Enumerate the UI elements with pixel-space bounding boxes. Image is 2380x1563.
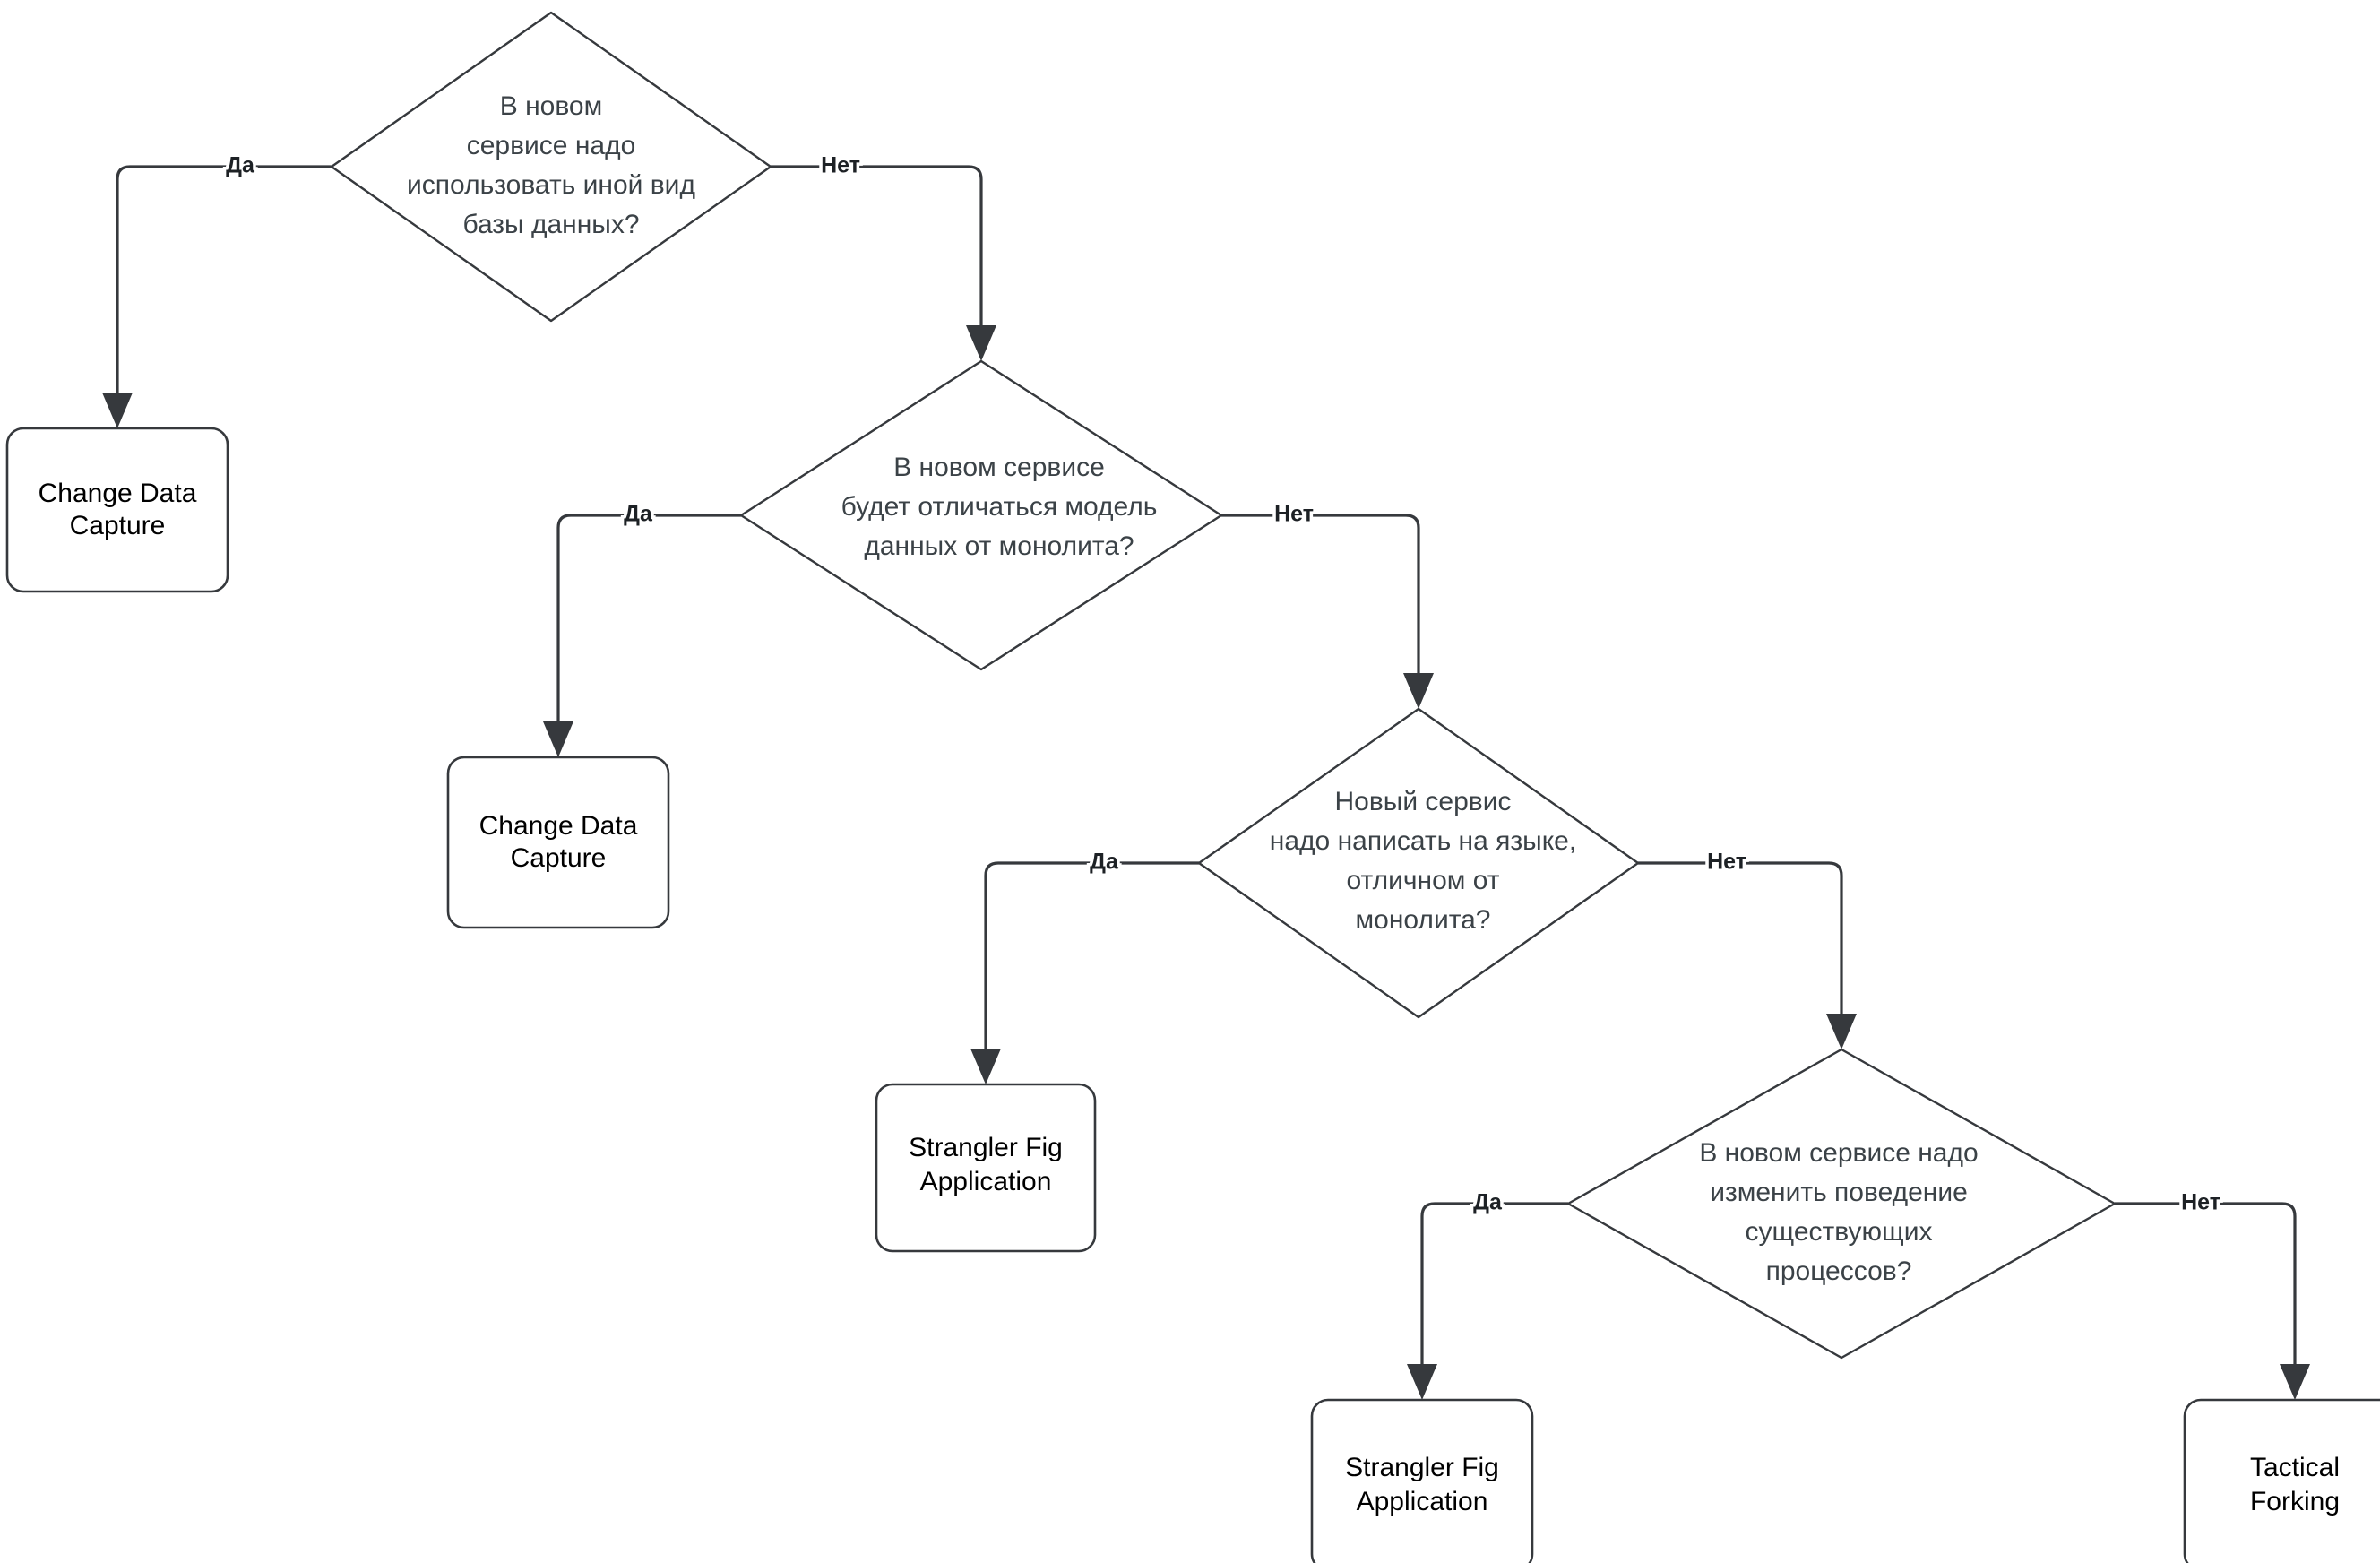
- outcome1-line-2: Capture: [70, 511, 166, 540]
- edge-label-decision1-no: Нет: [821, 153, 860, 178]
- diamond-shape-1: [330, 11, 772, 323]
- outcome-node-tactical-forking[interactable]: Tactical Forking: [2183, 1398, 2380, 1563]
- edge-label-decision1-yes: Да: [226, 153, 255, 178]
- diamond-shape-3: [1197, 707, 1640, 1019]
- edge-path-decision1-yes: [116, 165, 332, 405]
- arrowhead-decision2-no: [1403, 673, 1434, 709]
- outcome4-line-2: Application: [1357, 1487, 1488, 1516]
- edge-decision3-no[interactable]: [1638, 861, 1857, 1049]
- edge-label-decision4-no: Нет: [2181, 1190, 2220, 1215]
- decision2-line-2: будет отличаться модель: [841, 492, 1158, 522]
- edge-decision2-no[interactable]: [1221, 514, 1434, 709]
- edge-label-decision3-no: Нет: [1707, 850, 1746, 875]
- decision2-line-1: В новом сервисе: [893, 453, 1105, 482]
- edge-decision1-yes[interactable]: [102, 165, 332, 428]
- edge-decision3-yes[interactable]: [970, 861, 1199, 1084]
- edge-decision1-no[interactable]: [771, 165, 996, 361]
- outcome3-line-2: Application: [920, 1167, 1052, 1196]
- decision3-line-1: Новый сервис: [1334, 787, 1511, 816]
- decision-node-data-model[interactable]: В новом сервисе будет отличаться модель …: [739, 359, 1223, 671]
- decision1-line-3: использовать иной вид: [407, 170, 695, 200]
- decision4-line-4: процессов?: [1766, 1256, 1912, 1286]
- decision-node-language[interactable]: Новый сервис надо написать на языке, отл…: [1197, 707, 1640, 1019]
- outcome5-line-2: Forking: [2250, 1487, 2340, 1516]
- decision-node-database-type[interactable]: В новом сервисе надо использовать иной в…: [330, 11, 772, 323]
- edge-path-decision2-yes: [556, 514, 741, 734]
- outcome-node-strangler-fig-1[interactable]: Strangler Fig Application: [875, 1083, 1097, 1253]
- outcome3-line-1: Strangler Fig: [909, 1133, 1063, 1162]
- arrowhead-decision3-yes: [970, 1049, 1001, 1084]
- edge-label-decision3-yes: Да: [1090, 850, 1119, 875]
- outcome1-line-1: Change Data: [39, 479, 197, 508]
- edge-path-decision3-no: [1638, 861, 1843, 1026]
- outcome3-box: [875, 1083, 1097, 1253]
- diamond-shape-2: [739, 359, 1223, 671]
- decision4-line-1: В новом сервисе надо: [1699, 1138, 1978, 1168]
- edge-path-decision3-yes: [984, 861, 1199, 1061]
- outcome2-box: [446, 756, 670, 929]
- edge-label-decision2-yes: Да: [624, 502, 653, 527]
- arrowhead-decision1-yes: [102, 393, 133, 428]
- arrowhead-decision2-yes: [543, 721, 573, 757]
- edge-decision4-no[interactable]: [2115, 1202, 2310, 1400]
- outcome4-box: [1310, 1398, 1534, 1563]
- outcome-node-change-data-capture-2[interactable]: Change Data Capture: [446, 756, 670, 929]
- outcome4-line-1: Strangler Fig: [1345, 1453, 1499, 1482]
- arrowhead-decision3-no: [1826, 1014, 1857, 1049]
- edge-decision4-yes[interactable]: [1407, 1202, 1568, 1400]
- edge-decision2-yes[interactable]: [543, 514, 741, 757]
- edge-label-decision4-yes: Да: [1473, 1190, 1503, 1215]
- edge-path-decision4-yes: [1420, 1202, 1568, 1377]
- decision4-line-3: существующих: [1746, 1217, 1933, 1247]
- arrowhead-decision1-no: [966, 325, 996, 361]
- decision3-line-2: надо написать на языке,: [1270, 826, 1576, 856]
- outcome1-box: [5, 427, 229, 593]
- decision2-line-3: данных от монолита?: [864, 531, 1134, 561]
- edge-label-layer: Да Нет Да Нет Да Нет Да Нет: [223, 150, 2224, 1218]
- arrowhead-decision4-yes: [1407, 1364, 1437, 1400]
- outcome5-line-1: Tactical: [2250, 1453, 2340, 1482]
- decision-node-process-behavior[interactable]: В новом сервисе надо изменить поведение …: [1566, 1048, 2117, 1360]
- arrowhead-decision4-no: [2280, 1364, 2310, 1400]
- edge-path-decision4-no: [2115, 1202, 2297, 1377]
- outcome-node-strangler-fig-2[interactable]: Strangler Fig Application: [1310, 1398, 1534, 1563]
- decision1-line-2: сервисе надо: [467, 131, 636, 160]
- decision3-line-3: отличном от: [1347, 866, 1500, 895]
- diamond-shape-4: [1566, 1048, 2117, 1360]
- outcome5-box: [2183, 1398, 2380, 1563]
- outcome2-line-2: Capture: [511, 843, 607, 873]
- decision1-line-1: В новом: [500, 91, 603, 121]
- node-layer: В новом сервисе надо использовать иной в…: [5, 11, 2380, 1563]
- edge-layer: [102, 165, 2310, 1400]
- edge-path-decision2-no: [1221, 514, 1420, 686]
- decision3-line-4: монолита?: [1356, 905, 1491, 935]
- edge-path-decision1-no: [771, 165, 983, 338]
- decision1-line-4: базы данных?: [462, 210, 639, 239]
- decision4-line-2: изменить поведение: [1710, 1178, 1968, 1207]
- outcome2-line-1: Change Data: [479, 811, 638, 841]
- outcome-node-change-data-capture-1[interactable]: Change Data Capture: [5, 427, 229, 593]
- edge-label-decision2-no: Нет: [1274, 502, 1314, 527]
